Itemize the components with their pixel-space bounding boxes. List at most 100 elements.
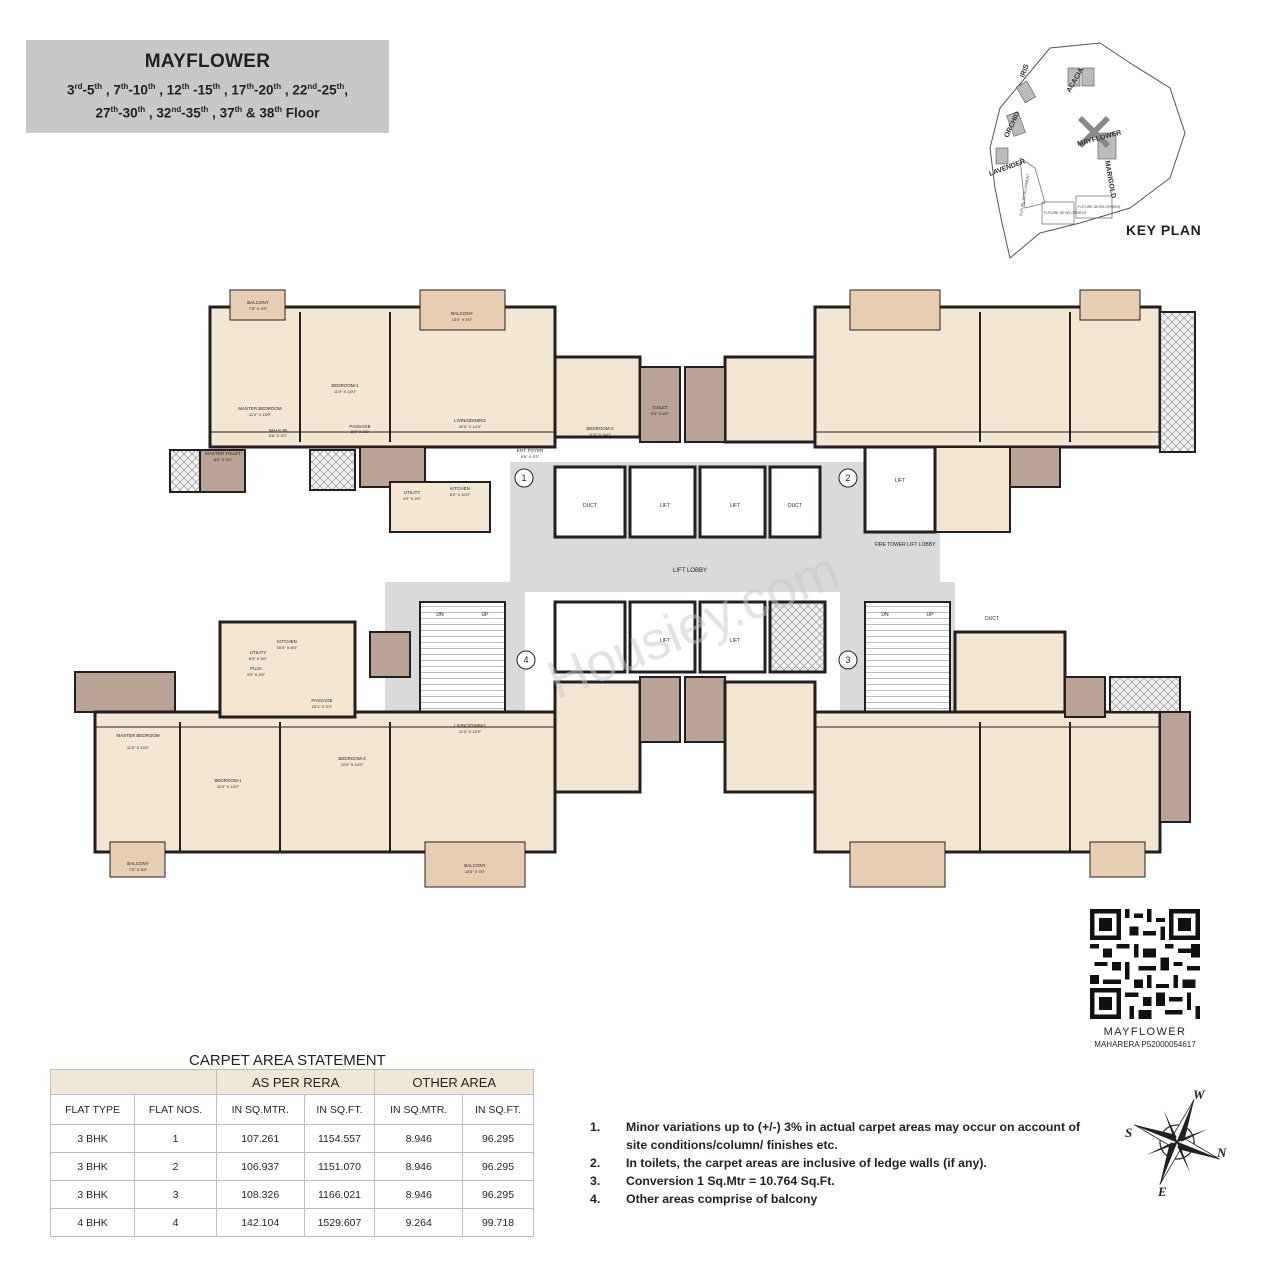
lift-label-1: LIFT [660,503,670,509]
note-number: 1. [590,1120,601,1134]
compass-s-label: S [1125,1125,1132,1140]
table-cell: 4 BHK [49,1208,136,1237]
notes-list: 1. Minor variations up to (+/-) 3% in ac… [590,1118,1130,1208]
room-t-1-dim: 13'0" X 5'0" [452,317,473,322]
compass-e-label: E [1157,1184,1167,1199]
compass-n-label: N [1216,1145,1227,1160]
table-cell: 8.946 [374,1152,464,1181]
room-t-5-dim: 20'0" X 14'3" [459,424,482,429]
stair-up-label-1: UP [482,612,490,618]
flat-2 [684,289,1196,534]
col-header: FLAT NOS. [134,1094,217,1125]
room-b-2-dim: 11'0" X 13'0" [127,745,150,750]
note-item: 2. In toilets, the carpet areas are incl… [590,1154,1130,1172]
col-header: IN SQ.FT. [303,1094,376,1125]
note-item: 4. Other areas comprise of balcony [590,1190,1130,1208]
floor-plan: 1 2 3 4 LIFT LOBBY FIRE TOWER LIFT LOBBY… [74,289,1196,888]
room-t-11: MASTER TOILET [205,451,241,456]
room-t-7-dim: 5'6" X 5'3" [521,454,540,459]
carpet-area-title: CARPET AREA STATEMENT [189,1052,386,1069]
duct-label-2: DUCT [788,503,802,509]
room-t-9-dim: 4'9" X 4'0" [403,496,422,501]
stair-up-label-2: UP [927,612,935,618]
room-t-6-dim: 11'0" X 14'0" [589,432,612,437]
table-blank-header [50,1069,217,1095]
table-row: 3 BHK 3 108.326 1166.021 8.946 96.295 [49,1180,534,1209]
room-b-3: BEDROOM-1 [214,778,242,783]
fire-tower-label: FIRE TOWER LIFT LOBBY [875,542,937,548]
room-t-4: PASSAGE [349,424,370,429]
rera-group-header: AS PER RERA [215,1069,376,1095]
table-cell: 3 BHK [49,1124,136,1153]
room-b-4: BEDROOM-3 [338,756,366,761]
room-b-5-dim: 21'0" X 15'9" [459,729,482,734]
room-t-0: BALCONY [247,300,269,305]
table-cell: 9.264 [374,1208,464,1237]
room-b-0: BALCONY [464,863,486,868]
table-cell: 1151.070 [303,1152,376,1181]
floors-line-1: 3rd-5th , 7th-10th , 12th -15th , 17th-2… [67,82,348,98]
note-text: Other areas comprise of balcony [626,1192,818,1206]
qr-caption: MAYFLOWER MAHARERA P52000054617 [1078,1026,1212,1049]
lift-label-2: LIFT [730,503,740,509]
flat-1 [169,289,681,533]
table-cell: 2 [134,1152,217,1181]
note-text: Minor variations up to (+/-) 3% in actua… [626,1120,1081,1152]
table-cell: 1529.607 [303,1208,376,1237]
table-cell: 107.261 [215,1124,305,1153]
room-t-2-dim: 11'0" X 13'0" [334,389,357,394]
table-cell: 96.295 [462,1180,534,1209]
note-item: 3. Conversion 1 Sq.Mtr = 10.764 Sq.Ft. [590,1172,1130,1190]
key-plan-map: IRIS ACACIA ORCHID MAYFLOWER LAVENDER MA… [988,42,1186,259]
table-row: 3 BHK 1 107.261 1154.557 8.946 96.295 [49,1124,534,1153]
room-t-1: BALCONY [451,311,473,316]
table-row: 4 BHK 4 142.104 1529.607 9.264 99.718 [49,1208,534,1237]
table-cell: 1 [134,1124,217,1153]
room-b-5: LIVING/DINING [454,723,486,728]
table-cell: 106.937 [215,1152,305,1181]
room-t-6: BEDROOM-2 [586,426,614,431]
note-number: 4. [590,1192,601,1206]
lift-label-4: LIFT [730,638,740,644]
table-row: 3 BHK 2 106.937 1151.070 8.946 96.295 [49,1152,534,1181]
room-b-9: UTILITY [250,650,267,655]
table-cell: 96.295 [462,1152,534,1181]
flat-marker-2: 2 [845,473,850,483]
table-cell: 8.946 [374,1180,464,1209]
table-cell: 96.295 [462,1124,534,1153]
table-cell: 99.718 [462,1208,534,1237]
key-plan-future-1: FUTURE DEVELOPMENT [1019,173,1030,217]
room-t-12: WALK-IN [269,428,288,433]
room-b-1: BALCONY [127,861,149,866]
other-area-group-header: OTHER AREA [374,1069,534,1095]
stair-dn-label-1: DN [436,612,444,618]
qr-code [1090,909,1200,1019]
room-t-8-dim: 8'0" X 10'0" [450,492,471,497]
room-t-8: KITCHEN [450,486,470,491]
duct-label-1: DUCT [583,503,597,509]
title-box: MAYFLOWER 3rd-5th , 7th-10th , 12th -15t… [26,40,389,133]
table-cell: 8.946 [374,1124,464,1153]
lift-lobby-label: LIFT LOBBY [673,568,707,574]
room-b-8-dim: 20'1" X 3'3" [312,704,333,709]
note-number: 2. [590,1156,601,1170]
room-t-12-dim: 5'6" X 3'3" [269,433,288,438]
col-header: IN SQ.FT. [462,1094,534,1125]
room-b-7: PUJA [250,666,262,671]
room-t-0-dim: 7'8" X 4'9" [249,306,268,311]
table-cell: 108.326 [215,1180,305,1209]
duct-label-3: DUCT [985,616,999,622]
note-text: In toilets, the carpet areas are inclusi… [626,1156,987,1170]
flat-4 [74,620,681,888]
room-t-5: LIVING/DINING [454,418,486,423]
room-t-7: ENT. FOYER [517,448,544,453]
carpet-area-table: AS PER RERA OTHER AREA FLAT TYPE FLAT NO… [49,1069,534,1237]
note-number: 3. [590,1174,601,1188]
lift-label-5: LIFT [895,478,905,484]
room-b-6-dim: 10'0" X 8'0" [277,645,298,650]
key-plan-future-3: FUTURE DEVELOPMENT [1078,205,1122,209]
lift-label-3: LIFT [660,638,670,644]
key-plan-tower-marigold: MARIGOLD [1103,160,1117,199]
room-t-3-dim: 11'0" X 13'0" [249,412,272,417]
table-cell: 3 BHK [49,1180,136,1209]
